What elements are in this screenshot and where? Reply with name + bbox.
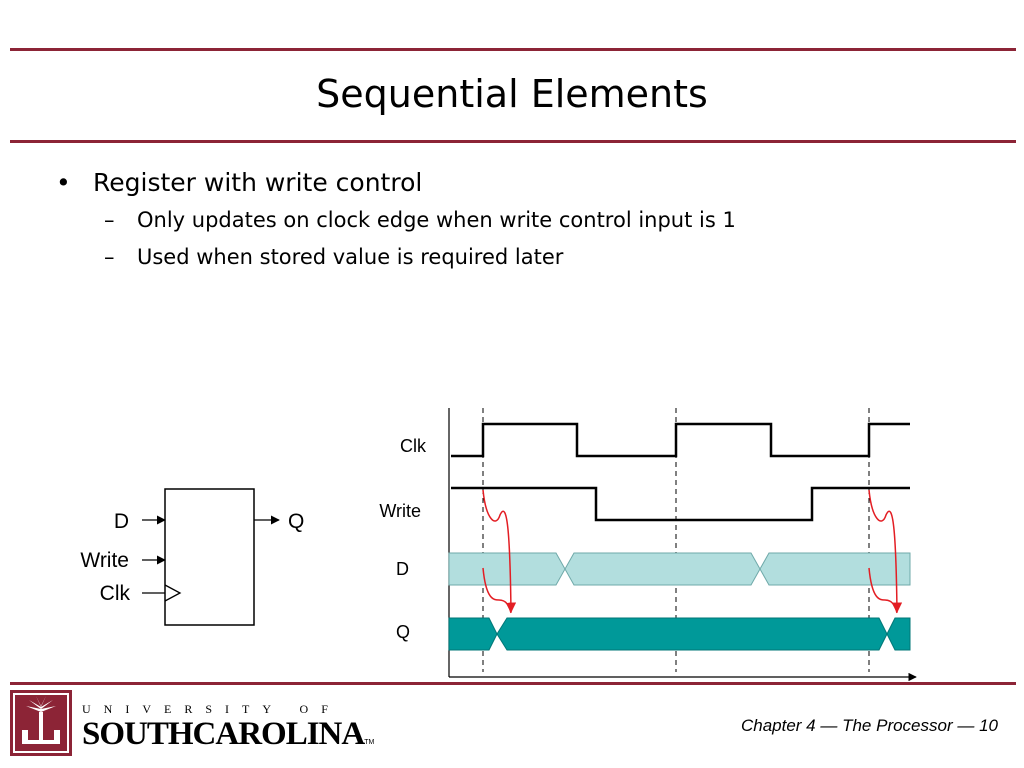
causality-arrow <box>482 489 517 614</box>
q-bus-segment <box>886 617 911 651</box>
sub-bullet-marker: – <box>104 245 115 269</box>
chapter-footer: Chapter 4 — The Processor — 10 <box>740 716 998 735</box>
wordmark-tm: TM <box>364 739 375 746</box>
clock-triangle-icon <box>164 584 182 602</box>
sub-bullet-marker: – <box>104 208 115 232</box>
register-output-q-label: Q <box>288 510 304 533</box>
top-rule <box>10 48 1016 51</box>
university-wordmark: UNIVERSITY OF SOUTHCAROLINATM <box>82 702 374 761</box>
palmetto-seal-logo <box>10 690 72 756</box>
d-bus-segment <box>448 552 566 586</box>
slide-title: Sequential Elements <box>316 72 708 116</box>
timing-diagram: Clk Write D Q <box>379 408 917 682</box>
register-input-d-label: D <box>114 510 129 533</box>
causality-arrow <box>868 489 903 614</box>
register-input-write-label: Write <box>80 549 129 572</box>
d-bus-segment <box>759 552 911 586</box>
q-waveform <box>448 617 911 651</box>
register-block: D Write Clk Q <box>80 488 304 626</box>
footer-rule <box>10 682 1016 685</box>
clk-waveform <box>451 422 910 458</box>
signal-label-clk: Clk <box>400 436 427 456</box>
bullet-marker: • <box>56 168 71 197</box>
register-input-clk-label: Clk <box>100 582 131 605</box>
title-underline <box>10 140 1016 143</box>
d-bus-segment <box>564 552 761 586</box>
sub-bullet-text: Only updates on clock edge when write co… <box>137 208 736 232</box>
causality-arrow <box>868 567 898 614</box>
register-box <box>164 488 255 626</box>
q-bus-segment <box>496 617 888 651</box>
sub-bullet-text: Used when stored value is required later <box>137 245 564 269</box>
q-bus-segment <box>448 617 498 651</box>
causality-arrow <box>482 567 512 614</box>
signal-label-q: Q <box>396 622 410 642</box>
signal-label-d: D <box>396 559 409 579</box>
wordmark-main: SOUTHCAROLINA <box>82 716 365 752</box>
write-waveform <box>451 486 910 522</box>
wordmark-top: UNIVERSITY OF <box>82 702 341 716</box>
signal-label-write: Write <box>379 501 421 521</box>
d-waveform <box>448 552 911 586</box>
bullet-text: Register with write control <box>93 168 423 197</box>
